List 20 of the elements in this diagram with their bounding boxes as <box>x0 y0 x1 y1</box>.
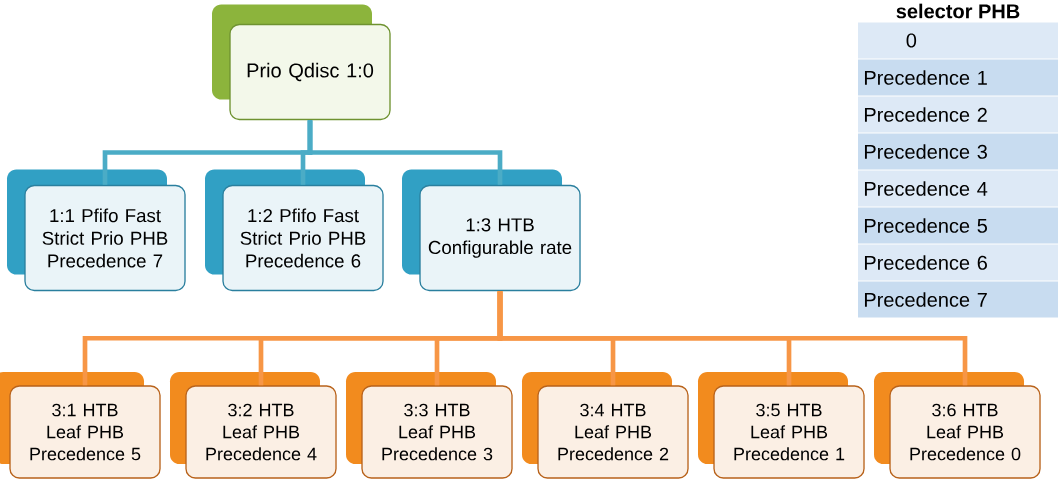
leaf-class-box: 3:5 HTB Leaf PHB Precedence 1 <box>698 372 865 479</box>
table-cell: Precedence 5 <box>858 207 1058 244</box>
connector <box>307 120 503 185</box>
leaf-class-box: 3:1 HTB Leaf PHB Precedence 5 <box>0 372 161 479</box>
leaf-class-box: 3:4 HTB Leaf PHB Precedence 2 <box>522 372 689 479</box>
root-box: Prio Qdisc 1:0 <box>212 4 391 121</box>
class-box: 1:2 Pfifo Fast Strict Prio PHB Precedence 6 <box>205 169 384 292</box>
leaf-class-box: 3:6 HTB Leaf PHB Precedence 0 <box>874 372 1041 479</box>
leaf-class-box: 3:3 HTB Leaf PHB Precedence 3 <box>346 372 513 479</box>
table-cell: Precedence 1 <box>858 59 1058 96</box>
table-cell: 0 <box>858 22 1058 59</box>
table-cell: Precedence 7 <box>858 281 1058 318</box>
table-cell: Precedence 6 <box>858 244 1058 281</box>
connector <box>497 291 968 386</box>
table-cell: Precedence 4 <box>858 170 1058 207</box>
class-box: 1:1 Pfifo Fast Strict Prio PHB Precedence 7 <box>7 169 186 292</box>
class-box: 1:3 HTB Configurable rate <box>402 169 581 292</box>
leaf-class-box: 3:2 HTB Leaf PHB Precedence 4 <box>170 372 337 479</box>
table-cell: Precedence 2 <box>858 96 1058 133</box>
table-cell: Precedence 3 <box>858 133 1058 170</box>
